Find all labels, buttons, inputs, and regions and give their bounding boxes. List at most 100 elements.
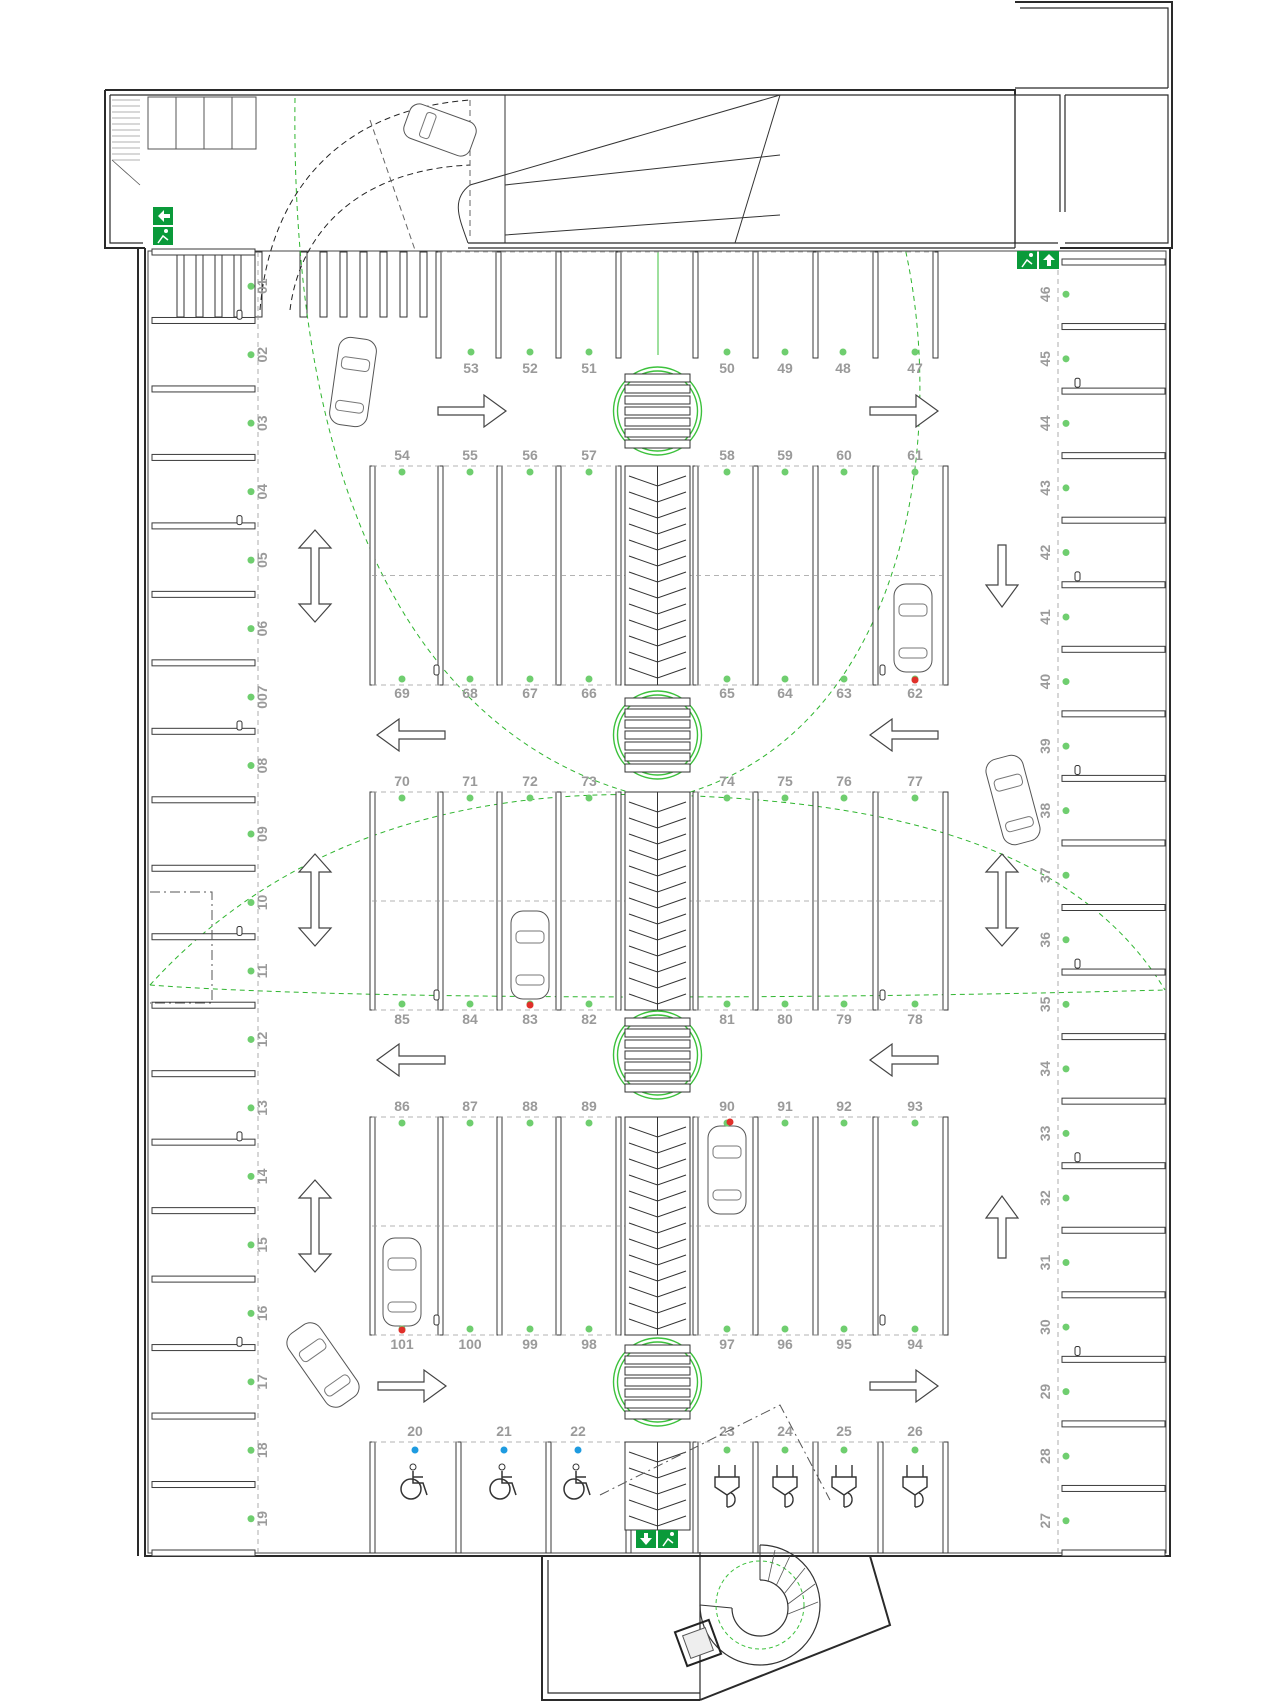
direction-arrow-icon <box>869 393 940 429</box>
stall-divider <box>151 1275 256 1283</box>
arrow-shape <box>297 1179 333 1273</box>
stall-number: 56 <box>522 447 538 463</box>
stall-number: 59 <box>777 447 793 463</box>
sensor-dot <box>1062 678 1070 686</box>
ev-charging-icon <box>902 1465 928 1508</box>
pedestrian-crossing-icon <box>624 1388 691 1398</box>
car-windshield <box>387 1257 417 1271</box>
direction-arrow-icon <box>375 1042 446 1078</box>
sensor-dot <box>1062 1323 1070 1331</box>
ev-plug <box>902 1465 928 1508</box>
stall-divider <box>1061 387 1166 395</box>
sensor-dot <box>526 468 534 476</box>
car-body <box>510 910 550 1000</box>
car-body <box>707 1125 747 1215</box>
stall-number: 26 <box>907 1423 923 1439</box>
sensor-dot <box>911 1119 919 1127</box>
sensor-dot <box>526 1325 534 1333</box>
two-way-arrow-icon <box>297 529 333 623</box>
car-rear-window <box>898 647 928 659</box>
sensor-dot <box>1062 871 1070 879</box>
stall-number: 62 <box>907 685 923 701</box>
car-windshield <box>993 773 1024 792</box>
sensor-dot <box>398 468 406 476</box>
stall-number: 21 <box>496 1423 512 1439</box>
stall-number: 55 <box>462 447 478 463</box>
stall-divider <box>812 1441 819 1554</box>
stall-number: 77 <box>907 773 923 789</box>
crosswalk-ring <box>612 1337 703 1427</box>
stall-divider <box>1061 904 1166 911</box>
stall-divider <box>872 251 879 359</box>
sensor-dot <box>840 1325 848 1333</box>
stall-number: 57 <box>581 447 597 463</box>
stall-number: 87 <box>462 1098 478 1114</box>
stall-number: 34 <box>1037 1061 1053 1077</box>
stall-number: 90 <box>719 1098 735 1114</box>
stall-divider <box>942 1441 949 1554</box>
stall-divider <box>151 727 256 735</box>
sensor-dot <box>1062 1259 1070 1267</box>
accessible-head <box>572 1463 580 1471</box>
car-icon <box>403 103 477 157</box>
stall-divider <box>1061 581 1166 589</box>
car-icon <box>510 910 550 1000</box>
car-rear-window <box>334 399 365 414</box>
stall-number: 73 <box>581 773 597 789</box>
accessible-wheel <box>489 1478 511 1500</box>
sensor-dot <box>781 1325 789 1333</box>
car-body <box>893 583 933 673</box>
arrow-shape <box>297 529 333 623</box>
direction-arrow-icon <box>868 1042 939 1078</box>
pedestrian-crossing-icon <box>624 428 691 438</box>
accessible-parking-icon <box>563 1463 591 1500</box>
accessible-body <box>412 1471 428 1496</box>
pedestrian-crossing-icon <box>624 1028 691 1038</box>
stall-number: 65 <box>719 685 735 701</box>
stall-number: 03 <box>254 415 270 431</box>
stall-divider <box>1061 968 1166 976</box>
sensor-dot <box>1062 419 1070 427</box>
stall-divider <box>1061 839 1166 847</box>
car-icon <box>985 754 1041 846</box>
central-walkway <box>612 366 703 1531</box>
wheel-stop <box>433 989 440 1001</box>
pedestrian-crossing-icon <box>624 730 691 740</box>
stall-number: 100 <box>458 1336 482 1352</box>
sensor-dot <box>781 468 789 476</box>
stall-number: 08 <box>254 758 270 774</box>
ev-plug <box>831 1465 857 1508</box>
stall-number: 04 <box>254 484 270 500</box>
arrow-shape <box>375 717 446 753</box>
crosswalk-ring <box>616 694 699 776</box>
stall-number: 79 <box>836 1011 852 1027</box>
crosswalk-ring <box>612 1010 703 1100</box>
stall-divider <box>1061 1549 1166 1557</box>
entry-ramp <box>259 94 781 311</box>
stall-number: 89 <box>581 1098 597 1114</box>
sensor-dot <box>411 1446 419 1454</box>
sensor-dot <box>247 1378 255 1386</box>
stall-number: 70 <box>394 773 410 789</box>
stall-divider <box>1061 710 1166 718</box>
wheel-stop <box>879 1314 886 1326</box>
sensor-dot <box>247 899 255 906</box>
sensor-dot <box>247 488 255 496</box>
sensor-dot <box>247 1104 255 1112</box>
crosswalk-ring <box>612 690 703 780</box>
sensor-dot <box>585 1119 593 1127</box>
sensor-dot <box>247 967 255 975</box>
stall-number: 75 <box>777 773 793 789</box>
car-icon <box>707 1125 747 1215</box>
pedestrian-crossing-icon <box>624 1366 691 1376</box>
pedestrian-crossing-icon <box>624 1050 691 1060</box>
pedestrian-crossing-icon <box>624 763 691 773</box>
stall-number: 19 <box>254 1511 270 1527</box>
wheel-stop <box>879 664 886 676</box>
stall-divider <box>1061 1420 1166 1428</box>
stall-number: 14 <box>254 1168 270 1184</box>
stair-icon <box>699 1544 821 1666</box>
stall-number: 80 <box>777 1011 793 1027</box>
sensor-dot <box>911 348 919 356</box>
arrow-shape <box>377 1368 448 1404</box>
